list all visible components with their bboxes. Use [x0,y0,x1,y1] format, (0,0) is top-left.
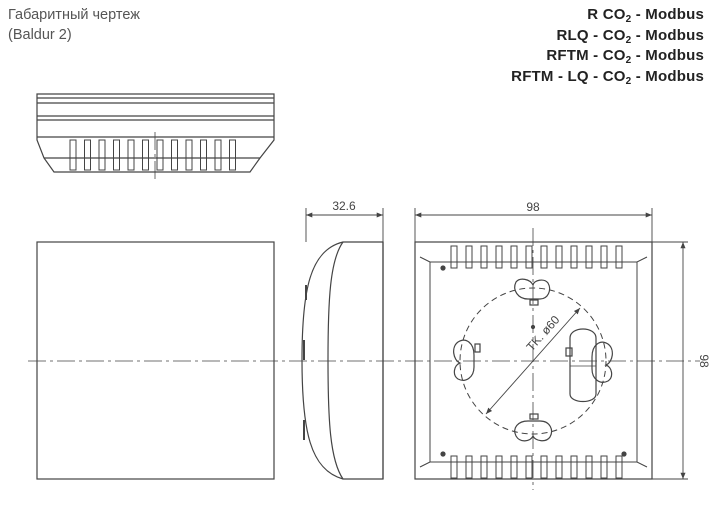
vent-slot [585,455,593,479]
vent-slot [495,455,503,479]
vent-slot [525,455,533,479]
drawing-title-line2: (Baldur 2) [8,27,72,43]
model-list: R CO2 - Modbus RLQ - CO2 - Modbus RFTM -… [511,5,704,87]
keyhole-bottom [514,420,553,442]
vent-slot [525,245,533,269]
keyhole-left [453,339,475,381]
model-item: RFTM - LQ - CO2 - Modbus [511,67,704,87]
depth-dimension [305,208,384,242]
side-view [301,241,384,480]
vent-slot [570,455,578,479]
vent-slot [480,245,488,269]
vent-slot [510,245,518,269]
vent-slot [69,139,77,171]
vent-slot [127,139,135,171]
vent-slot [156,139,164,171]
vent-slot [510,455,518,479]
vent-slot [555,245,563,269]
vent-slot [200,139,207,171]
vent-slot [171,139,178,171]
vent-slot [480,455,488,479]
top-vent-slots [69,139,236,171]
depth-label: 32.6 [332,199,356,213]
width-label: 98 [526,200,540,214]
centerlines [28,132,700,490]
vent-slot [185,139,193,171]
vent-slot [450,455,458,479]
height-dimension [652,241,688,480]
vent-slot [113,139,120,171]
top-view [36,93,275,173]
back-vent-slots-top [450,245,623,269]
front-outline [36,241,275,480]
vent-slot [450,245,458,269]
back-outline [414,241,653,480]
back-vent-slots-bottom [450,455,623,479]
back-view [414,241,653,480]
vent-slot [98,139,106,171]
vent-slot [142,139,149,171]
vent-slot [214,139,222,171]
vent-slot [615,455,623,479]
model-item: RLQ - CO2 - Modbus [556,26,704,46]
vent-slot [540,245,548,269]
vent-slot [465,245,473,269]
width-dimension [414,208,653,242]
vent-slot [600,245,608,269]
vent-slot [465,455,473,479]
mount-circle-label: TK. ø60 [524,313,563,354]
drawing-title-line1: Габаритный чертеж [8,7,140,23]
front-view [36,241,275,480]
vent-slot [570,245,578,269]
model-item: RFTM - CO2 - Modbus [546,47,704,66]
height-label: 98 [697,354,711,368]
drawing-title: Габаритный чертеж (Baldur 2) [8,5,140,45]
vent-slot [495,245,503,269]
center-slot [569,328,597,403]
vent-slot [600,455,608,479]
model-item: R CO2 - Modbus [587,6,704,25]
vent-slot [540,455,548,479]
keyhole-right [591,341,613,383]
vent-slot [229,139,236,171]
vent-slot [84,139,91,171]
vent-slot [615,245,623,269]
vent-slot [585,245,593,269]
vent-slot [555,455,563,479]
keyhole-top [514,278,551,300]
